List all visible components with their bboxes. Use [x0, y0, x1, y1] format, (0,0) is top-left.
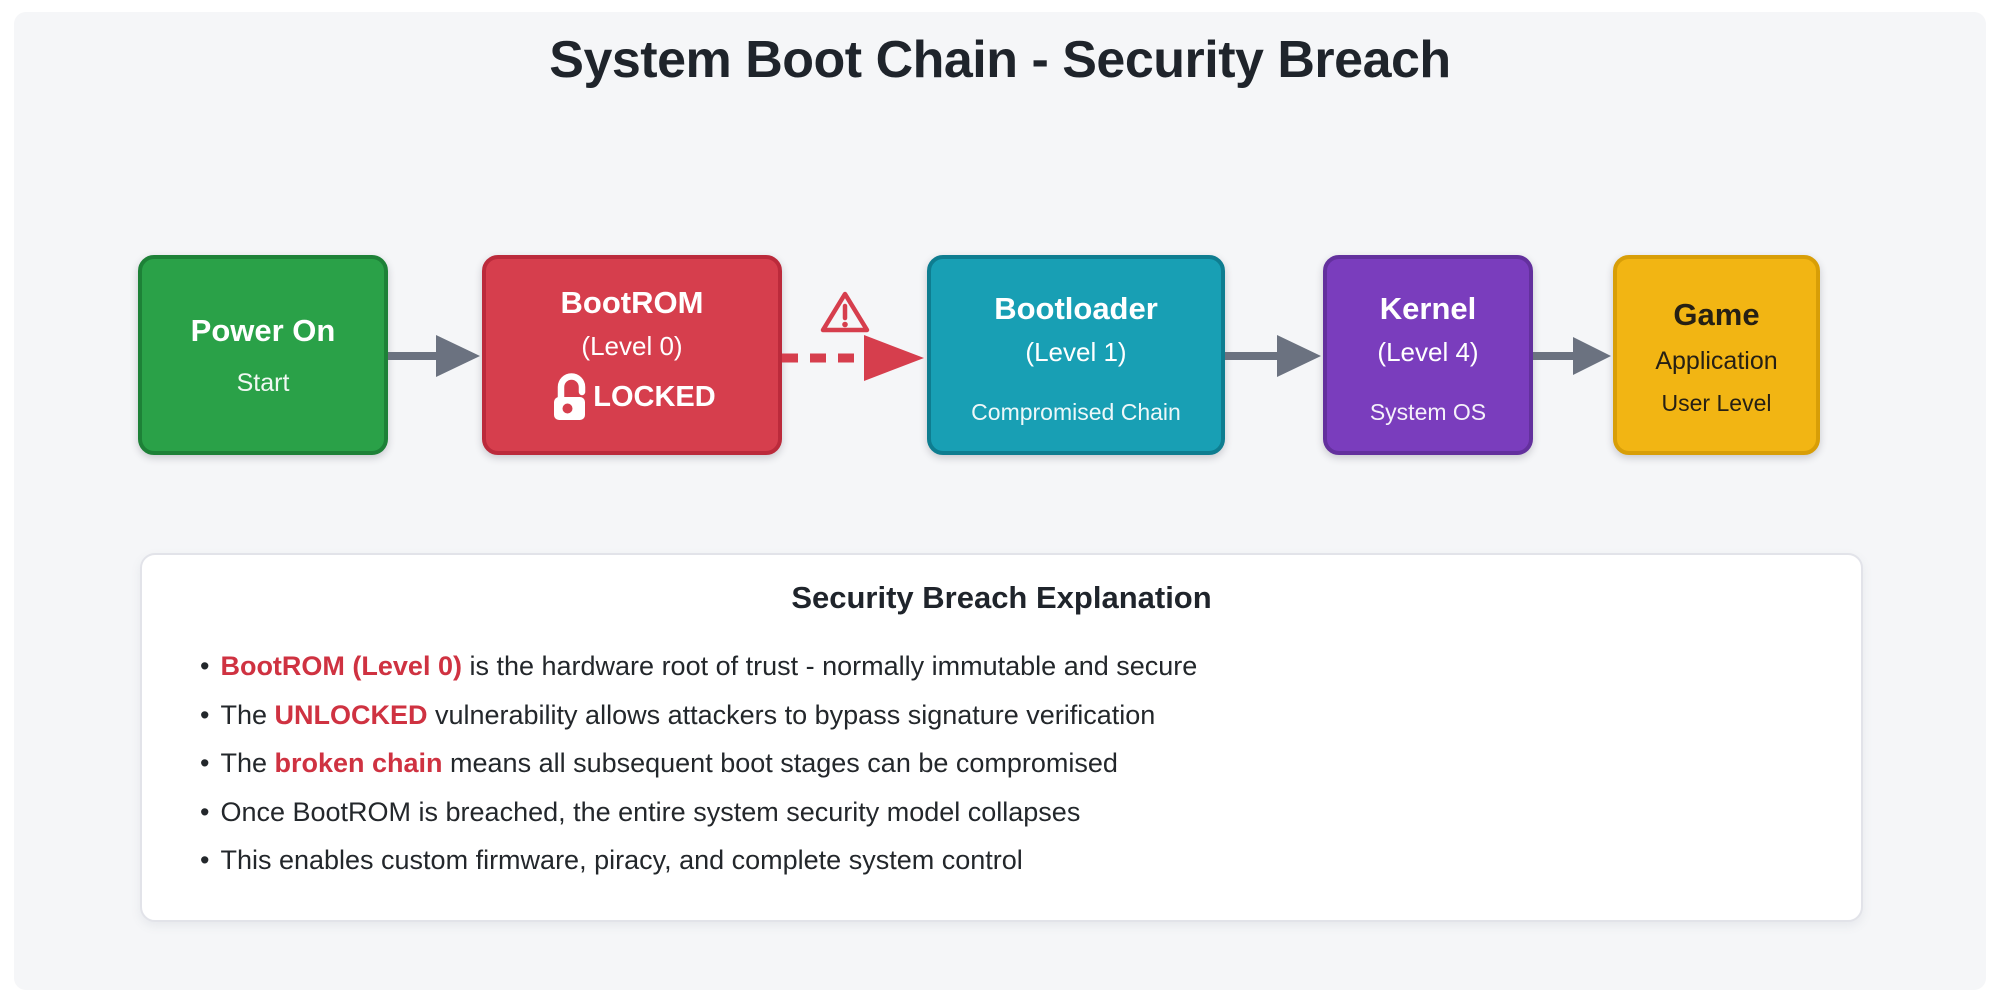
unlocked-padlock-icon: [554, 373, 586, 420]
node-subtitle: System OS: [1369, 399, 1487, 425]
node-subtitle: Start: [236, 369, 290, 397]
explanation-title: Security Breach Explanation: [791, 580, 1212, 615]
arrow-icon: [1225, 335, 1321, 377]
bullet-text: means all subsequent boot stages can be …: [442, 748, 1118, 778]
node-level: (Level 4): [1377, 337, 1479, 367]
bullet-marker: •: [200, 748, 210, 778]
page-title: System Boot Chain - Security Breach: [549, 31, 1451, 89]
node-game: Game Application User Level: [1613, 255, 1820, 455]
node-power-on: Power On Start: [138, 255, 388, 455]
bullet-text: vulnerability allows attackers to bypass…: [427, 699, 1156, 730]
bullet-text: The: [220, 699, 275, 730]
lock-status: LOCKED: [548, 372, 716, 422]
bullet-item: • Once BootROM is breached, the entire sy…: [200, 788, 1821, 837]
explanation-bullet-list: • BootROM (Level 0) is the hardware root …: [142, 642, 1861, 885]
arrow-icon: [388, 335, 480, 377]
bullet-item: • BootROM (Level 0) is the hardware root …: [200, 642, 1821, 691]
bullet-text-highlight: broken chain: [274, 748, 443, 778]
node-title: Power On: [190, 313, 336, 348]
node-subtitle: User Level: [1661, 390, 1772, 416]
node-bootrom: BootROM (Level 0) LOCKED: [482, 255, 782, 455]
node-title: Bootloader: [994, 291, 1158, 326]
node-title: Kernel: [1379, 291, 1477, 326]
bullet-text: The: [220, 748, 275, 778]
breach-arrow-icon: [782, 291, 924, 381]
node-level: Application: [1655, 347, 1778, 375]
node-level: (Level 1): [1025, 337, 1127, 367]
node-bootloader: Bootloader (Level 1) Compromised Chain: [927, 255, 1225, 455]
node-title: BootROM: [560, 285, 704, 320]
bullet-text-highlight: UNLOCKED: [274, 699, 428, 730]
bullet-text-highlight: BootROM (Level 0): [220, 651, 462, 681]
warning-triangle-icon: [820, 291, 870, 333]
bullet-item: • The UNLOCKED vulnerability allows attac…: [200, 691, 1821, 740]
bullet-text: This enables custom firmware, piracy, an…: [220, 845, 1023, 875]
bullet-marker: •: [200, 651, 210, 681]
arrow-icon: [1533, 337, 1611, 375]
bullet-text: is the hardware root of trust - normally…: [461, 651, 1198, 681]
node-subtitle: Compromised Chain: [971, 399, 1181, 425]
bullet-item: • This enables custom firmware, piracy, a…: [200, 836, 1821, 885]
lock-label: LOCKED: [593, 380, 716, 413]
node-level: (Level 0): [581, 331, 683, 361]
bullet-marker: •: [200, 796, 210, 827]
node-title: Game: [1673, 297, 1760, 332]
bullet-marker: •: [200, 845, 210, 875]
bullet-text: Once BootROM is breached, the entire sys…: [220, 796, 1081, 827]
node-kernel: Kernel (Level 4) System OS: [1323, 255, 1533, 455]
bullet-item: • The broken chain means all subsequent b…: [200, 739, 1821, 788]
bullet-marker: •: [200, 699, 210, 730]
explanation-card: Security Breach Explanation • BootROM (Le…: [140, 553, 1863, 922]
